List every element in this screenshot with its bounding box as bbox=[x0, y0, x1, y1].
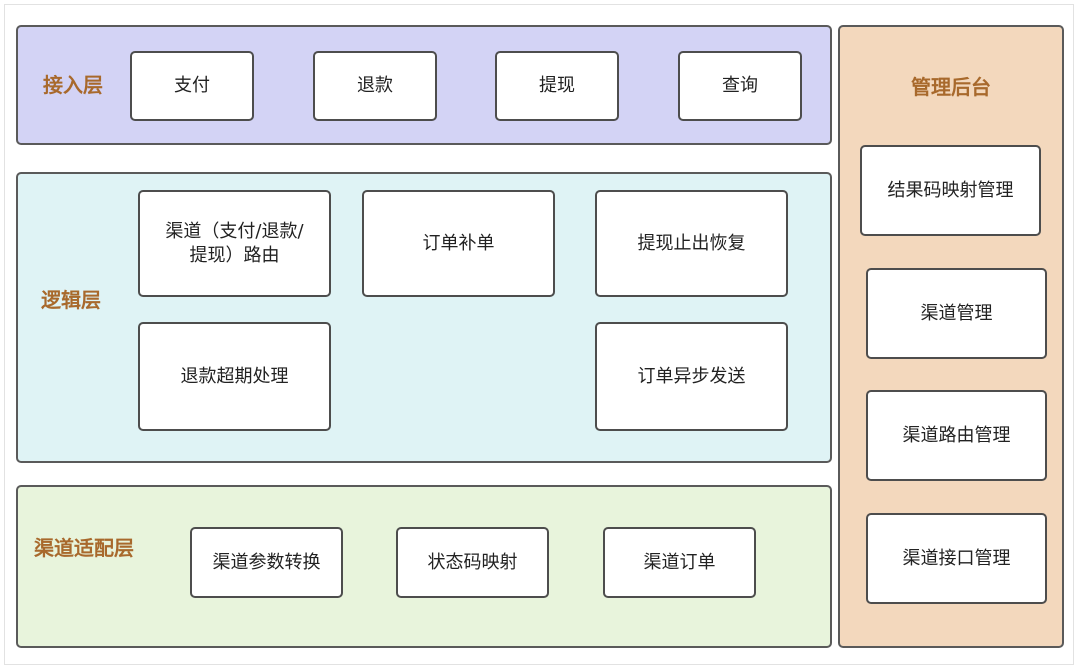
admin-item-channel-manage: 渠道管理 bbox=[866, 268, 1047, 359]
logic-item-refund-timeout: 退款超期处理 bbox=[138, 322, 331, 431]
adapter-layer-title: 渠道适配层 bbox=[34, 536, 134, 560]
access-item-query: 查询 bbox=[678, 51, 802, 121]
logic-item-order-replenish: 订单补单 bbox=[362, 190, 555, 297]
adapter-item-param-convert: 渠道参数转换 bbox=[190, 527, 343, 598]
access-item-pay: 支付 bbox=[130, 51, 254, 121]
admin-item-result-code-map: 结果码映射管理 bbox=[860, 145, 1041, 236]
logic-layer: 逻辑层 渠道（支付/退款/提现）路由 订单补单 提现止出恢复 退款超期处理 订单… bbox=[16, 172, 832, 463]
admin-panel: 管理后台 结果码映射管理 渠道管理 渠道路由管理 渠道接口管理 bbox=[838, 25, 1064, 648]
logic-item-withdraw-stop-resume: 提现止出恢复 bbox=[595, 190, 788, 297]
adapter-item-status-code-map: 状态码映射 bbox=[396, 527, 549, 598]
adapter-layer: 渠道适配层 渠道参数转换 状态码映射 渠道订单 bbox=[16, 485, 832, 648]
logic-layer-title: 逻辑层 bbox=[41, 288, 101, 312]
logic-item-channel-routing: 渠道（支付/退款/提现）路由 bbox=[138, 190, 331, 297]
admin-item-channel-interface-manage: 渠道接口管理 bbox=[866, 513, 1047, 604]
access-item-withdraw: 提现 bbox=[495, 51, 619, 121]
access-item-refund: 退款 bbox=[313, 51, 437, 121]
admin-item-channel-routing-manage: 渠道路由管理 bbox=[866, 390, 1047, 481]
access-layer-title: 接入层 bbox=[43, 73, 103, 97]
logic-item-order-async-send: 订单异步发送 bbox=[595, 322, 788, 431]
diagram-frame bbox=[4, 4, 1074, 665]
admin-panel-title: 管理后台 bbox=[911, 75, 991, 99]
adapter-item-channel-order: 渠道订单 bbox=[603, 527, 756, 598]
access-layer: 接入层 支付 退款 提现 查询 bbox=[16, 25, 832, 145]
